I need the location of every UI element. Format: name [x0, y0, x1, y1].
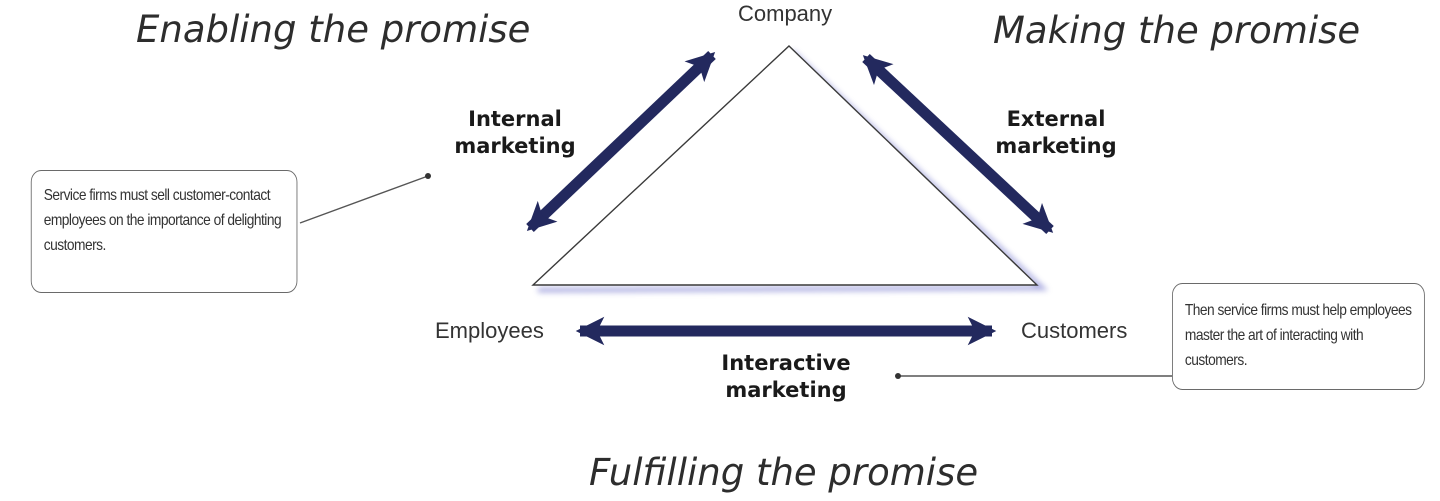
node-company: Company	[738, 1, 833, 26]
heading-fulfilling: Fulfilling the promise	[589, 451, 979, 494]
left-callout-connector	[299, 175, 429, 224]
right-callout-dot	[895, 373, 901, 379]
label-external-line2: marketing	[995, 134, 1117, 158]
node-customers: Customers	[1021, 318, 1128, 343]
callout-right: Then service firms must help employees m…	[1172, 283, 1425, 390]
external-marketing-arrow	[862, 53, 1054, 235]
label-internal-line2: marketing	[454, 134, 576, 158]
label-interactive-marketing: Interactive marketing	[706, 350, 866, 404]
left-callout-dot	[425, 173, 431, 179]
label-interactive-line1: Interactive	[721, 351, 851, 375]
node-employees: Employees	[435, 318, 544, 343]
callout-left: Service firms must sell customer-contact…	[30, 170, 298, 293]
heading-making: Making the promise	[993, 9, 1361, 52]
label-internal-line1: Internal	[468, 107, 562, 131]
marketing-triangle	[531, 45, 1039, 286]
internal-marketing-arrow	[526, 51, 716, 232]
label-interactive-line2: marketing	[725, 378, 847, 402]
heading-enabling: Enabling the promise	[136, 8, 531, 51]
label-external-line1: External	[1006, 107, 1106, 131]
label-external-marketing: External marketing	[986, 106, 1126, 160]
label-internal-marketing: Internal marketing	[445, 106, 585, 160]
